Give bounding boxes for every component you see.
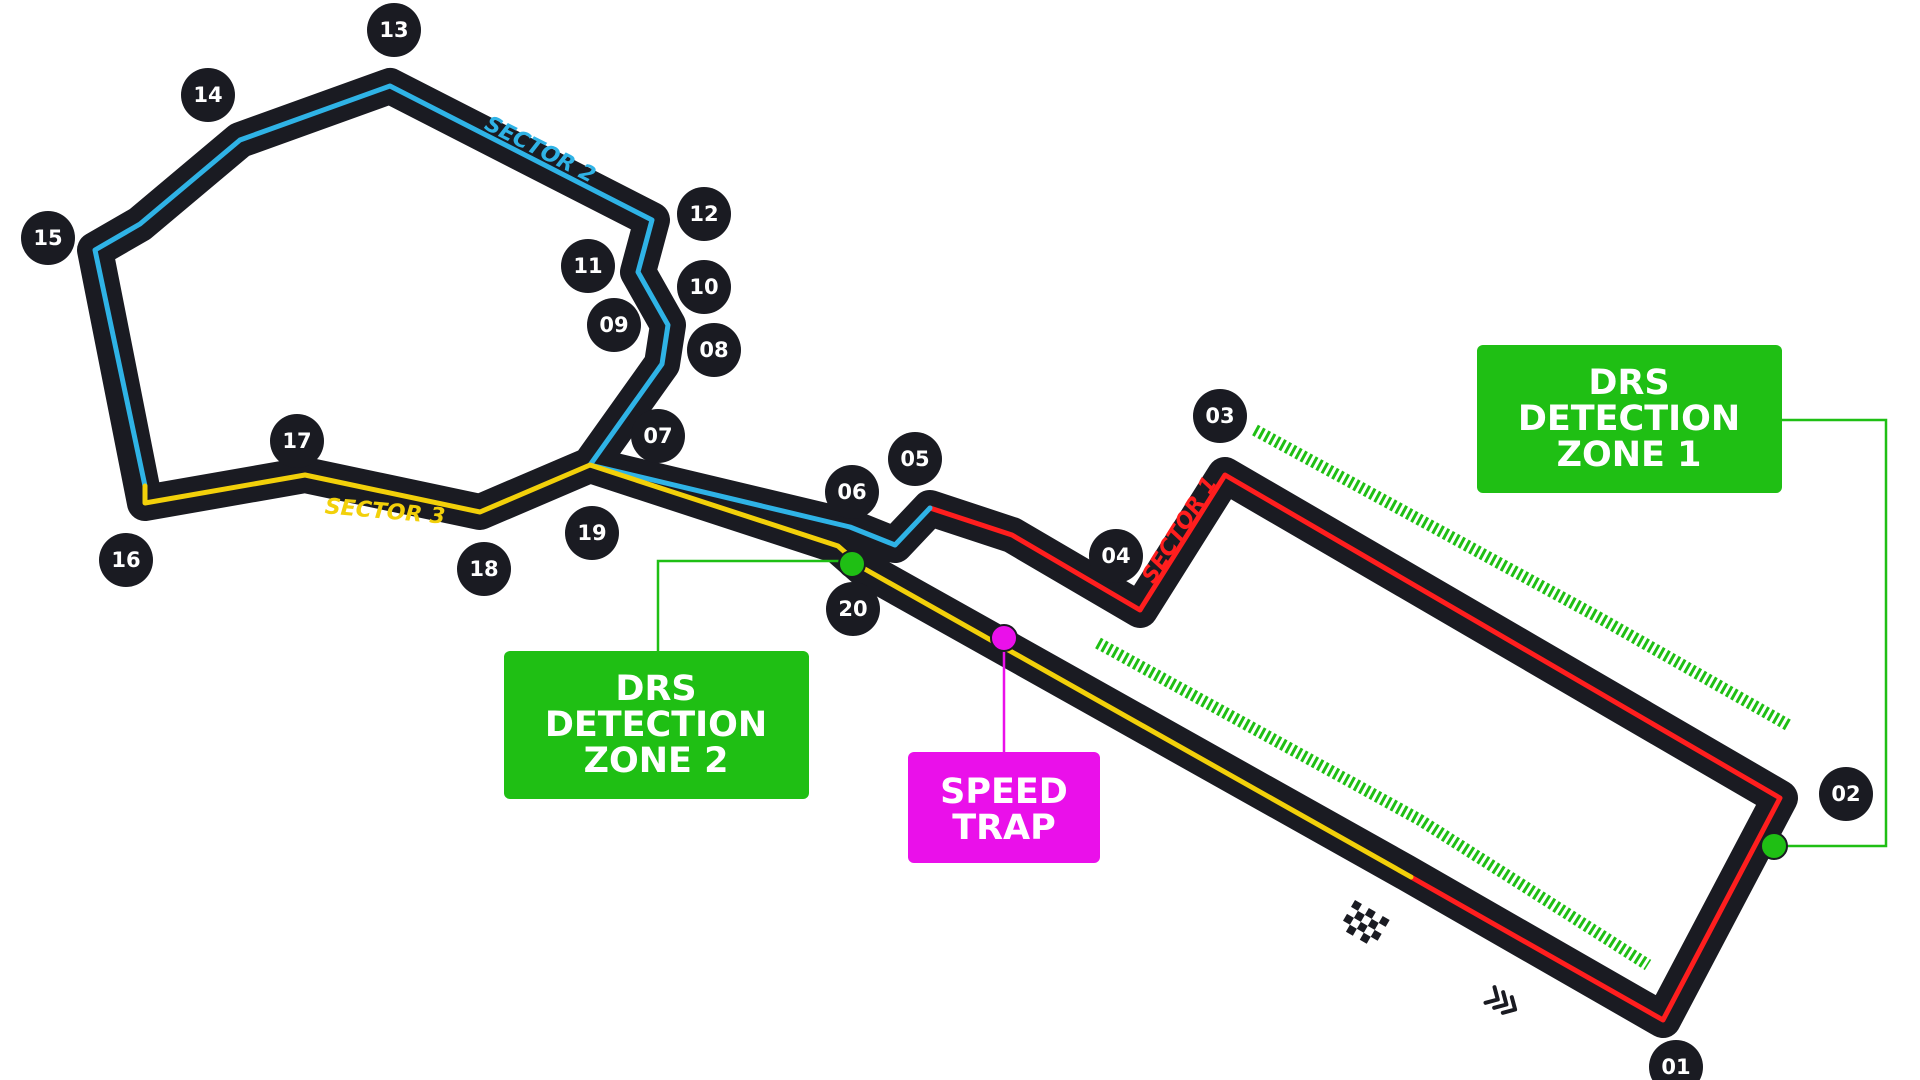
drs-zone-1-line1: DRS — [1588, 363, 1669, 403]
turn-number-label: 13 — [379, 18, 408, 42]
turn-marker-circle — [587, 298, 641, 352]
turn-marker-circle — [825, 465, 879, 519]
turn-number-label: 19 — [577, 521, 606, 545]
sector-1-line — [927, 472, 1783, 1023]
turn-marker-03: 03 — [1193, 389, 1247, 443]
turn-number-label: 16 — [111, 548, 140, 572]
drs-zone-1-line3: ZONE 1 — [1557, 435, 1702, 475]
chevron-right-icon — [1483, 985, 1518, 1015]
turn-marker-04: 04 — [1089, 529, 1143, 583]
drs-zone-dashes-lower — [1095, 637, 1652, 971]
turn-marker-circle — [457, 542, 511, 596]
turn-marker-16: 16 — [99, 533, 153, 587]
drs-zone-1-line2: DETECTION — [1518, 399, 1740, 439]
turn-number-label: 10 — [689, 275, 718, 299]
drs-zone-2-line3: ZONE 2 — [584, 741, 729, 781]
turn-marker-12: 12 — [677, 187, 731, 241]
turn-number-label: 20 — [838, 597, 867, 621]
turn-marker-circle — [21, 211, 75, 265]
turn-marker-08: 08 — [687, 323, 741, 377]
speed-trap-box: SPEED TRAP — [908, 752, 1100, 863]
turn-marker-02: 02 — [1819, 767, 1873, 821]
turn-marker-circle — [181, 68, 235, 122]
turn-marker-15: 15 — [21, 211, 75, 265]
turn-marker-circle — [826, 582, 880, 636]
turn-number-label: 15 — [33, 226, 62, 250]
turn-number-label: 07 — [643, 424, 672, 448]
turn-marker-circle — [677, 260, 731, 314]
turn-marker-circle — [677, 187, 731, 241]
drs-zone-2-marker — [838, 550, 866, 578]
turn-marker-01: 01 — [1649, 1040, 1703, 1080]
drs-zone-1-leader — [1775, 418, 1888, 848]
drs-zone-2-line1: DRS — [615, 669, 696, 709]
turn-marker-circle — [1089, 529, 1143, 583]
turn-marker-circle — [270, 414, 324, 468]
speed-trap-marker — [990, 624, 1018, 652]
turn-marker-circle — [565, 506, 619, 560]
turn-number-label: 17 — [282, 429, 311, 453]
turn-marker-circle — [1649, 1040, 1703, 1080]
turn-number-label: 08 — [699, 338, 728, 362]
turn-marker-circle — [687, 323, 741, 377]
drs-detection-zone-2-box: DRS DETECTION ZONE 2 — [504, 651, 809, 799]
speed-trap-line1: SPEED — [940, 772, 1068, 812]
turn-number-label: 01 — [1661, 1055, 1690, 1079]
turn-marker-circle — [888, 432, 942, 486]
turn-number-label: 06 — [837, 480, 866, 504]
turn-number-label: 03 — [1205, 404, 1234, 428]
checkered-flag-icon — [1343, 900, 1390, 944]
turn-marker-10: 10 — [677, 260, 731, 314]
turn-marker-18: 18 — [457, 542, 511, 596]
turn-marker-circle — [631, 409, 685, 463]
drs-zone-2-line2: DETECTION — [545, 705, 767, 745]
track-outline — [77, 68, 1798, 1038]
drs-zone-1-marker — [1760, 832, 1788, 860]
turn-marker-05: 05 — [888, 432, 942, 486]
speed-trap-line2: TRAP — [952, 808, 1056, 848]
turn-marker-07: 07 — [631, 409, 685, 463]
turn-marker-14: 14 — [181, 68, 235, 122]
turn-number-label: 09 — [599, 313, 628, 337]
turn-number-label: 02 — [1831, 782, 1860, 806]
drs-detection-zone-1-box: DRS DETECTION ZONE 1 — [1477, 345, 1782, 493]
turn-marker-19: 19 — [565, 506, 619, 560]
turn-marker-circle — [1193, 389, 1247, 443]
turn-marker-circle — [561, 239, 615, 293]
turn-marker-13: 13 — [367, 3, 421, 57]
sector-2-line — [92, 83, 933, 548]
turn-marker-17: 17 — [270, 414, 324, 468]
turn-markers: 01 02 03 04 05 06 07 08 09 10 11 12 13 14 15 16 17 18 19 20 — [21, 3, 1873, 1080]
turn-marker-06: 06 — [825, 465, 879, 519]
turn-marker-circle — [99, 533, 153, 587]
turn-marker-09: 09 — [587, 298, 641, 352]
turn-number-label: 14 — [193, 83, 222, 107]
turn-number-label: 18 — [469, 557, 498, 581]
turn-marker-circle — [367, 3, 421, 57]
turn-number-label: 04 — [1101, 544, 1130, 568]
drs-zone-2-leader — [656, 559, 852, 652]
turn-number-label: 12 — [689, 202, 718, 226]
turn-marker-11: 11 — [561, 239, 615, 293]
turn-marker-20: 20 — [826, 582, 880, 636]
drs-zone-dashes-upper — [1252, 424, 1791, 731]
turn-number-label: 05 — [900, 447, 929, 471]
turn-marker-circle — [1819, 767, 1873, 821]
turn-number-label: 11 — [573, 254, 602, 278]
